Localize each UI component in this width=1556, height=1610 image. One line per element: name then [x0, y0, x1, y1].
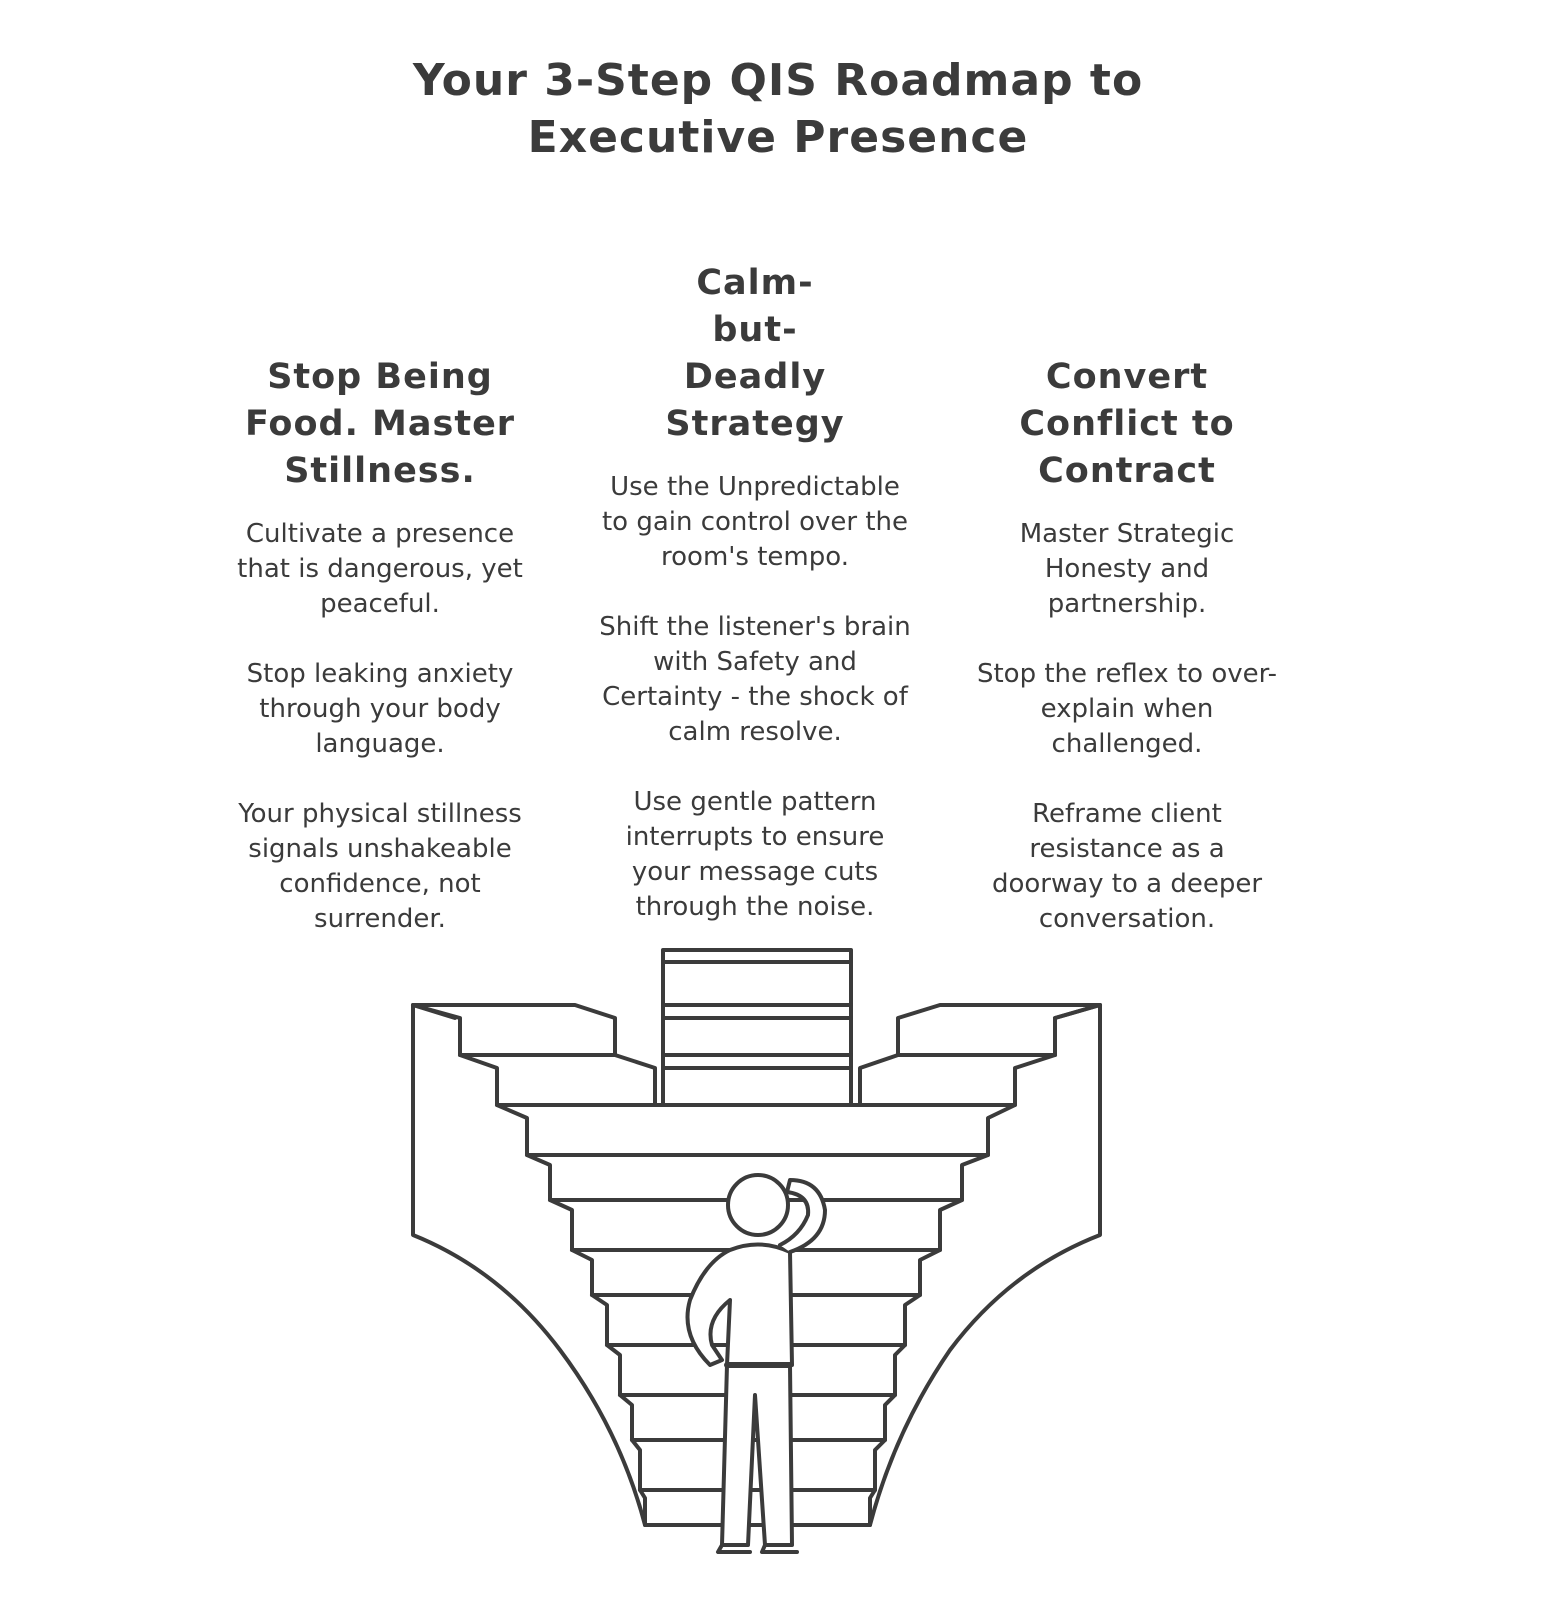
- step-point: Cultivate a presence that is dangerous, …: [237, 519, 523, 619]
- title-line-2: Executive Presence: [527, 112, 1029, 163]
- right-wall: [868, 1003, 1102, 1527]
- title-line-1: Your 3-Step QIS Roadmap to: [412, 55, 1144, 106]
- step-point: Your physical stillness signals unshakea…: [238, 799, 522, 934]
- diagram-title: Your 3-Step QIS Roadmap to Executive Pre…: [0, 52, 1556, 166]
- step-point: Stop leaking anxiety through your body l…: [246, 659, 514, 759]
- step-heading: Convert Conflict to Contract: [1019, 357, 1235, 491]
- step-point: Stop the reflex to over-explain when cha…: [976, 659, 1278, 759]
- step-heading: Stop Being Food. Master Stillness.: [244, 357, 516, 491]
- step-point: Use gentle pattern interrupts to ensure …: [625, 787, 885, 922]
- left-upper-steps: [411, 1003, 657, 1107]
- step-column-stillness: Stop Being Food. Master Stillness. Culti…: [222, 354, 538, 972]
- person-torso: [685, 1242, 794, 1367]
- step-column-strategy: Calm-but-Deadly Strategy Use the Unpredi…: [596, 260, 914, 960]
- person-head: [726, 1173, 790, 1237]
- step-point: Shift the listener's brain with Safety a…: [599, 612, 911, 747]
- step-column-contract: Convert Conflict to Contract Master Stra…: [972, 354, 1282, 972]
- step-point: Reframe client resistance as a doorway t…: [991, 799, 1263, 934]
- right-upper-steps: [858, 1003, 1102, 1107]
- person-legs: [720, 1363, 794, 1547]
- person-raised-arm: [778, 1178, 827, 1254]
- step-point: Master Strategic Honesty and partnership…: [1019, 519, 1235, 619]
- main-steps: [495, 1103, 1017, 1527]
- center-tower: [661, 948, 853, 1107]
- step-point: Use the Unpredictable to gain control ov…: [601, 472, 909, 572]
- left-wall: [411, 1003, 647, 1527]
- step-heading: Calm-but-Deadly Strategy: [665, 263, 845, 444]
- person-figure: [685, 1173, 827, 1554]
